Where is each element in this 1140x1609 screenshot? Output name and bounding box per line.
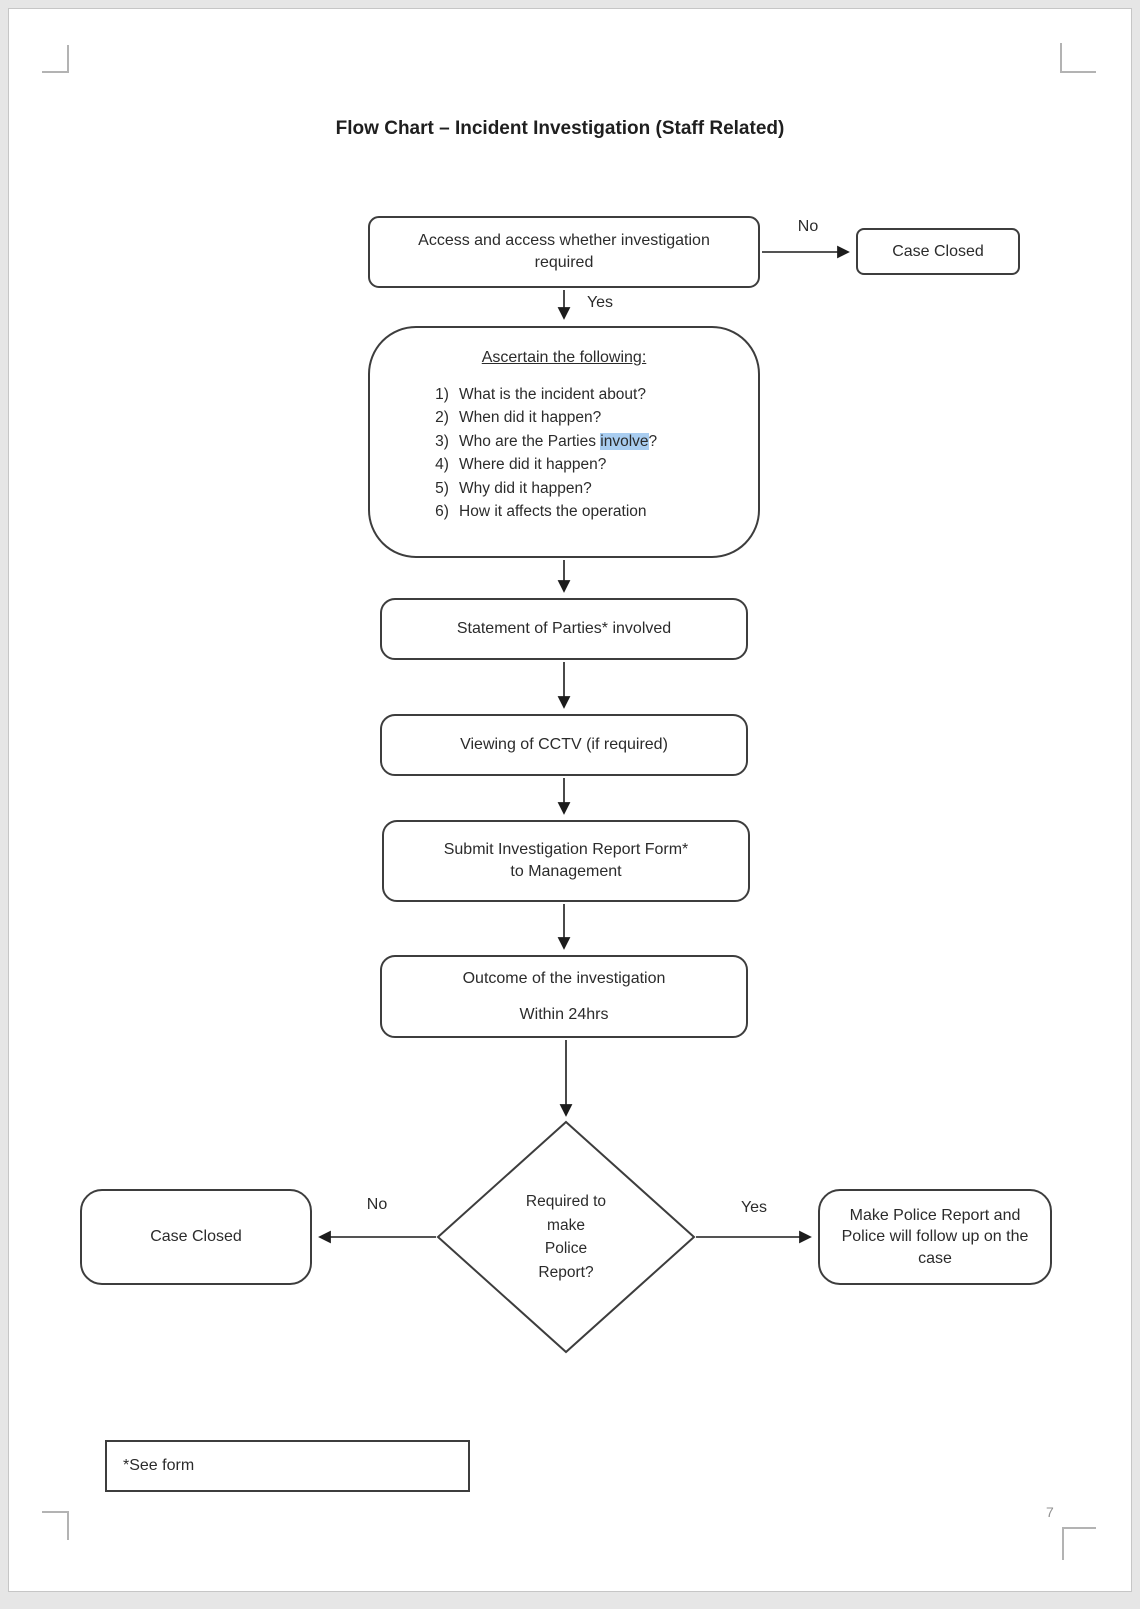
list-item-text: What is the incident about? [459, 383, 646, 407]
flow-node-outcome-line1: Outcome of the investigation [462, 969, 666, 987]
list-item-text-pre: Why did it happen? [459, 479, 592, 497]
list-item-number: 6) [435, 503, 449, 521]
list-item-text: When did it happen? [459, 406, 601, 430]
flow-node-case-closed-left: Case Closed [80, 1189, 312, 1285]
list-item-number: 3) [435, 432, 449, 450]
list-item-number: 5) [435, 479, 449, 497]
list-item-number: 2) [435, 409, 449, 427]
flow-node-submit-line1: Submit Investigation Report Form* [443, 841, 689, 859]
flow-node-outcome: Outcome of the investigation Within 24hr… [380, 955, 748, 1038]
page-title: Flow Chart – Incident Investigation (Sta… [335, 118, 785, 139]
crop-mark-bottom-left-icon [42, 1511, 69, 1540]
edge-label-no-top: No [797, 218, 819, 235]
ascertain-heading: Ascertain the following: [481, 349, 647, 366]
decision-line: Report? [538, 1263, 594, 1281]
crop-mark-top-left-icon [42, 45, 69, 73]
list-item: 5) Why did it happen? [425, 477, 758, 501]
list-item-text-pre: When did it happen? [459, 409, 602, 427]
flow-node-statement-of-parties: Statement of Parties* involved [380, 598, 748, 660]
decision-diamond-label: Required to make Police Report? [486, 1190, 646, 1284]
crop-mark-top-right-icon [1060, 43, 1096, 73]
flow-node-submit-report: Submit Investigation Report Form* to Man… [382, 820, 750, 902]
flow-node-cctv-viewing: Viewing of CCTV (if required) [380, 714, 748, 776]
list-item: 4) Where did it happen? [425, 453, 758, 477]
list-item-text: Where did it happen? [459, 453, 606, 477]
decision-line: Required to [525, 1193, 607, 1210]
edge-label-yes-right: Yes [740, 1199, 768, 1216]
flow-node-statement-label: Statement of Parties* involved [456, 620, 672, 638]
list-item-number: 1) [435, 385, 449, 403]
flow-node-outcome-line2: Within 24hrs [519, 1005, 609, 1023]
decision-line: make [547, 1216, 585, 1234]
list-item: 6) How it affects the operation [425, 500, 758, 524]
list-item-number: 4) [435, 456, 449, 474]
page-number: 7 [1046, 1504, 1054, 1520]
flow-node-case-closed-top-label: Case Closed [892, 242, 984, 260]
list-item-text-post: ? [648, 432, 658, 450]
flow-node-case-closed-left-label: Case Closed [150, 1228, 242, 1246]
flow-node-assess-investigation: Access and access whether investigation … [368, 216, 760, 288]
list-item: 2) When did it happen? [425, 406, 758, 430]
list-item-text-pre: Who are the Parties [459, 432, 601, 450]
list-item-text-pre: How it affects the operation [459, 503, 647, 521]
flow-node-police-report: Make Police Report and Police will follo… [818, 1189, 1052, 1285]
flow-node-assess-label: Access and access whether investigation … [418, 232, 710, 271]
flow-node-ascertain: Ascertain the following: 1) What is the … [368, 326, 760, 558]
ascertain-list: 1) What is the incident about? 2) When d… [370, 383, 758, 524]
flow-node-cctv-label: Viewing of CCTV (if required) [460, 736, 668, 754]
list-item-text: How it affects the operation [459, 500, 647, 524]
edge-label-no-left: No [366, 1196, 388, 1213]
list-item-text-highlight: involve [600, 432, 649, 450]
list-item: 3) Who are the Parties involve? [425, 430, 758, 454]
see-form-note-label: *See form [123, 1457, 195, 1475]
edge-label-yes-top: Yes [586, 294, 614, 311]
list-item-text: Why did it happen? [459, 477, 592, 501]
flow-node-submit-line2: to Management [510, 863, 622, 880]
decision-line: Police [544, 1240, 588, 1257]
list-item: 1) What is the incident about? [425, 383, 758, 407]
flow-node-case-closed-top: Case Closed [856, 228, 1020, 275]
see-form-note-box: *See form [105, 1440, 470, 1492]
list-item-text: Who are the Parties involve? [459, 430, 657, 454]
list-item-text-pre: Where did it happen? [459, 456, 607, 474]
crop-mark-bottom-right-icon [1062, 1527, 1096, 1560]
flow-node-police-label: Make Police Report and Police will follo… [841, 1206, 1029, 1267]
decision-diamond-shape [436, 1120, 696, 1354]
list-item-text-pre: What is the incident about? [459, 385, 646, 403]
